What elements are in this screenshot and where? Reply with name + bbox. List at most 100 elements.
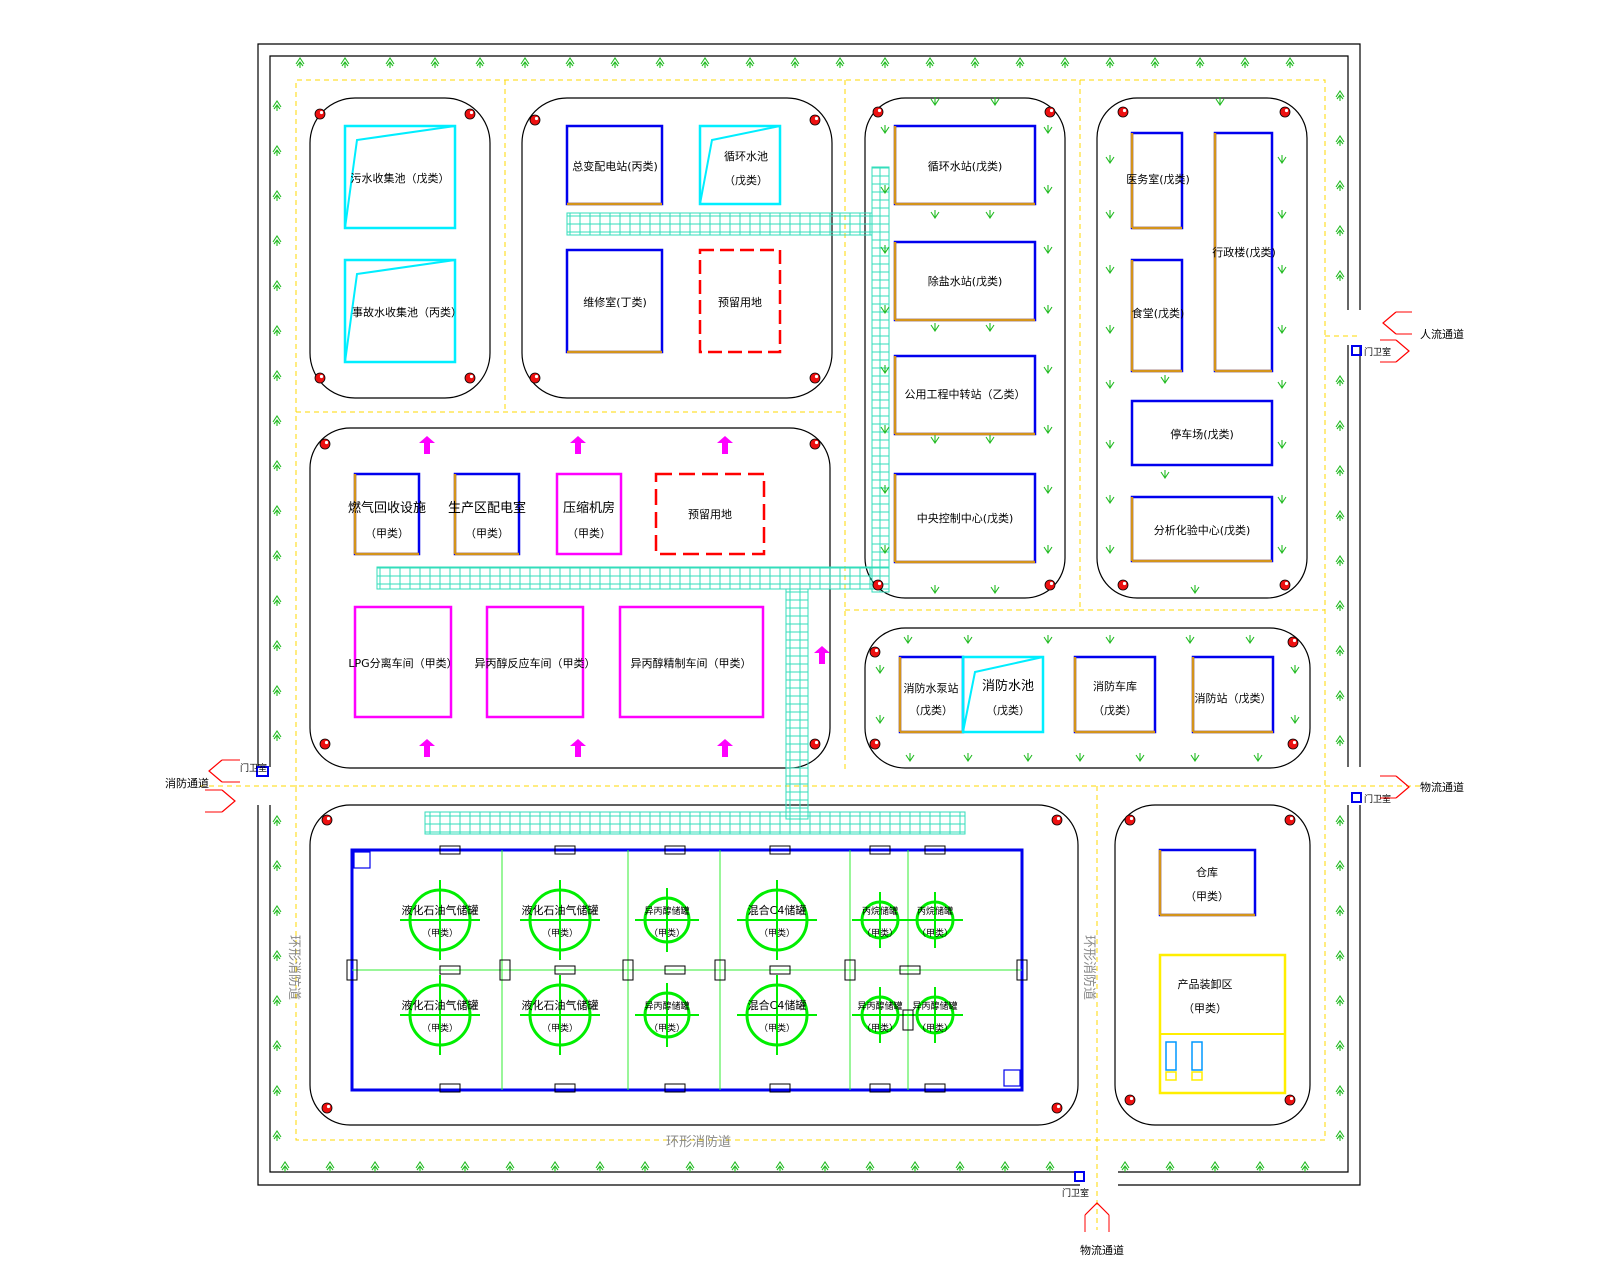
tree-icon [1277, 440, 1287, 449]
production-power-label-2: （甲类） [465, 526, 509, 540]
tree-icon [745, 57, 755, 68]
storage-tank-class: （甲类） [917, 1022, 953, 1034]
zone-fire [864, 627, 1311, 769]
fire-hydrant-icon [1117, 579, 1129, 591]
accident-pool: 事故水收集池（丙类） [343, 258, 462, 364]
tree-icon [1290, 715, 1300, 724]
utility-pipe-station: 公用工程中转站（乙类） [893, 354, 1037, 436]
storage-tank-class: （甲类） [649, 1022, 685, 1034]
torch-gas-recovery-label-1: 燃气回收设施 [348, 500, 426, 516]
tree-icon [280, 1161, 290, 1172]
tree-icon [700, 57, 710, 68]
zones [309, 97, 1311, 1126]
tree-icon [272, 145, 282, 156]
valve-block [664, 845, 686, 855]
storage-tank-label: 异丙醇储罐 [644, 1000, 689, 1012]
process-marker-icon [419, 739, 435, 757]
valve-block [899, 965, 921, 975]
storage-tank-class: （甲类） [759, 927, 795, 939]
tree-icon [272, 815, 282, 826]
tree-icon [1150, 57, 1160, 68]
tree-icon [505, 1161, 515, 1172]
zone-admin [1096, 97, 1308, 599]
valve-block [346, 959, 358, 981]
tree-icon [1335, 465, 1345, 476]
storage-tank-label: 丙烷储罐 [862, 905, 898, 917]
tree-icon [272, 280, 282, 291]
storage-tank-label: 液化石油气储罐 [402, 998, 479, 1012]
tree-icon [730, 1161, 740, 1172]
tree-icon [1335, 905, 1345, 916]
storage-tank-label: 异丙醇储罐 [912, 1000, 957, 1012]
tree-icon [1335, 950, 1345, 961]
circulating-station: 循环水站(戊类) [893, 124, 1037, 206]
tree-icon [272, 860, 282, 871]
tree-icon [1105, 380, 1115, 389]
storage-tank: 异丙醇储罐（甲类） [852, 987, 908, 1043]
zone-water [864, 97, 1066, 599]
fire-hydrant-icon [321, 814, 333, 826]
pipe-rack [785, 588, 809, 820]
storage-tank: 异丙醇储罐 （甲类） [907, 987, 963, 1043]
fire-station: 消防站（戊类） [1191, 655, 1275, 734]
fire-hydrant-icon [1044, 579, 1056, 591]
process-marker-icon [419, 436, 435, 454]
tree-icon [1335, 645, 1345, 656]
tree-icon [1043, 545, 1053, 554]
repair-room: 维修室(丁类) [565, 248, 664, 354]
tree-icon [930, 210, 940, 219]
tree-icon [1105, 210, 1115, 219]
accident-pool-label: 事故水收集池（丙类） [352, 305, 462, 319]
tree-icon [1335, 690, 1345, 701]
tree-icon [903, 635, 913, 644]
tree-icon [925, 57, 935, 68]
tree-icon [685, 1161, 695, 1172]
fire-channel-label: 消防通道 [165, 776, 209, 790]
admin-building: 行政楼(戊类) [1212, 131, 1276, 373]
tree-icon [880, 485, 890, 494]
compressor-room-label-2: （甲类） [567, 526, 611, 540]
tree-icon [1335, 995, 1345, 1006]
process-marker-icon [717, 436, 733, 454]
tree-icon [340, 57, 350, 68]
storage-tank-label: 异丙醇储罐 [644, 905, 689, 917]
pipe-rack [566, 212, 873, 236]
tree-icon [1160, 375, 1170, 384]
fire-hydrant-icon [529, 372, 541, 384]
fire-pool-label-2: （戊类） [986, 703, 1030, 717]
ring-road-label-west: 环形消防道 [286, 935, 302, 1000]
tree-layer [272, 57, 1345, 1172]
reserved-land-1: 预留用地 [698, 248, 782, 354]
pipe-rack [871, 166, 890, 593]
lpg-workshop-label: LPG分离车间（甲类） [348, 656, 457, 670]
desalination-station: 除盐水站(戊类) [893, 240, 1037, 322]
fire-pump-label-2: （戊类） [909, 703, 953, 717]
tree-icon [1277, 325, 1287, 334]
substation: 总变配电站(丙类) [565, 124, 664, 206]
tree-icon [1015, 57, 1025, 68]
tree-icon [1043, 635, 1053, 644]
tree-icon [990, 97, 1000, 106]
tree-icon [985, 210, 995, 219]
tree-icon [910, 1161, 920, 1172]
valve-block [622, 959, 634, 981]
storage-tank-class: （甲类） [542, 927, 578, 939]
tree-icon [790, 57, 800, 68]
fire-hydrant-icon [1284, 1094, 1296, 1106]
tree-icon [1135, 753, 1145, 762]
hydrant-layer [314, 106, 1299, 1114]
tree-icon [415, 1161, 425, 1172]
storage-tank-class: （甲类） [422, 927, 458, 939]
tree-icon [1335, 225, 1345, 236]
tree-icon [1210, 1161, 1220, 1172]
storage-tank-class: （甲类） [917, 927, 953, 939]
tree-icon [272, 1040, 282, 1051]
tree-icon [1105, 545, 1115, 554]
utility-pipe-station-label: 公用工程中转站（乙类） [905, 387, 1026, 401]
fire-hydrant-icon [529, 114, 541, 126]
tree-icon [655, 57, 665, 68]
tree-icon [1105, 325, 1115, 334]
tree-icon [520, 57, 530, 68]
east-logistics-entrance: 门卫室 物流通道 [1351, 775, 1464, 805]
tree-icon [272, 1130, 282, 1141]
